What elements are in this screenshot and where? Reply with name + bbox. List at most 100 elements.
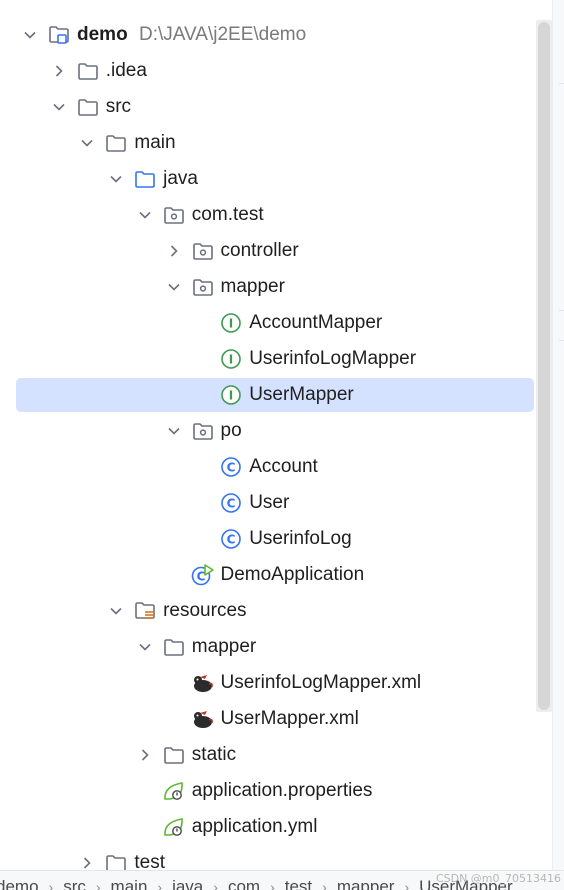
tree-item-label: src [105,96,132,117]
tree-item[interactable]: .idea [0,53,536,89]
interface-icon: I [219,311,243,335]
tree-item[interactable]: mapper [0,269,536,305]
package-icon [191,419,215,443]
tree-item[interactable]: demo D:\JAVA\j2EE\demo [0,17,536,53]
tree-item-label: java [163,168,198,189]
breadcrumb-item[interactable]: src [63,877,86,890]
breadcrumb-item[interactable]: UserMapper [419,877,513,890]
tree-item-label: main [134,132,176,153]
breadcrumb-item[interactable]: com [227,877,261,890]
tree-item[interactable]: application.yml [0,809,536,845]
chevron-right-icon[interactable] [135,745,155,765]
tree-item-label: test [134,852,166,873]
tree-item[interactable]: C Account [0,449,536,485]
resources-folder-icon [133,599,157,623]
chevron-down-icon[interactable] [164,421,184,441]
tree-item[interactable]: C UserinfoLog [0,521,536,557]
breadcrumb-separator: › [95,879,101,890]
tree-item-label: UserinfoLog [249,528,352,549]
chevron-right-icon[interactable] [49,61,69,81]
package-icon [191,239,215,263]
package-icon [162,203,186,227]
tree-item[interactable]: controller [0,233,536,269]
tree-item[interactable]: UserinfoLogMapper.xml [0,665,536,701]
source-folder-icon [133,167,157,191]
scrollbar-thumb[interactable] [538,22,550,710]
folder-icon [76,95,100,119]
chevron-down-icon[interactable] [106,601,126,621]
selection-highlight [16,378,534,412]
tree-item[interactable]: java [0,161,536,197]
breadcrumb-item[interactable]: demo [0,877,39,890]
class-icon: C [219,491,243,515]
chevron-down-icon[interactable] [49,97,69,117]
breadcrumb-separator: › [322,879,327,890]
chevron-right-icon[interactable] [164,241,184,261]
project-path: D:\JAVA\j2EE\demo [139,24,307,45]
tree-item[interactable]: static [0,737,536,773]
folder-icon [162,635,186,659]
tree-item-label: mapper [191,636,257,657]
breadcrumb-separator: › [157,879,163,890]
tree-item-label: demo [77,24,128,45]
module-folder-icon [47,23,71,47]
tree-item-label: po [220,420,242,441]
tree-item-label: UserinfoLogMapper [249,348,417,369]
svg-text:C: C [227,461,236,475]
svg-text:C: C [196,570,205,584]
interface-icon: I [219,383,243,407]
editor-gutter-edge [552,0,564,870]
chevron-down-icon[interactable] [135,205,155,225]
tree-item-label: AccountMapper [249,312,383,333]
tree-item[interactable]: I UserinfoLogMapper [0,341,536,377]
tree-item[interactable]: main [0,125,536,161]
tree-item-label: mapper [220,276,285,297]
tree-item-label: com.test [191,204,264,225]
breadcrumb-separator: › [48,879,54,890]
tree-item-label: Account [249,456,318,477]
breadcrumb-item[interactable]: java [172,877,204,890]
svg-text:I: I [229,353,233,367]
tree-item-label: UserMapper [249,384,354,405]
breadcrumb: demo›src›main›java›com›test›mapper›UserM… [0,870,564,890]
tree-item[interactable]: resources [0,593,536,629]
tree-item-label: controller [220,240,299,261]
mybatis-xml-icon [191,671,215,695]
tree-item-label: application.properties [191,780,373,801]
folder-icon [76,59,100,83]
tree-item[interactable]: com.test [0,197,536,233]
tree-item[interactable]: src [0,89,536,125]
tree-item-label: UserMapper.xml [220,708,359,729]
tree-item[interactable]: I UserMapper [0,377,536,413]
tree-item[interactable]: po [0,413,536,449]
spring-boot-app-icon: C [191,563,215,587]
svg-text:C: C [227,533,236,547]
chevron-down-icon[interactable] [20,25,40,45]
tree-item[interactable]: C DemoApplication [0,557,536,593]
breadcrumb-item[interactable]: test [284,877,313,890]
chevron-down-icon[interactable] [106,169,126,189]
chevron-right-icon[interactable] [77,853,97,873]
folder-icon [104,131,128,155]
tree-item[interactable]: application.properties [0,773,536,809]
breadcrumb-separator: › [213,879,218,890]
folder-icon [162,743,186,767]
svg-text:I: I [229,317,233,331]
breadcrumb-item[interactable]: main [110,877,148,890]
chevron-down-icon[interactable] [164,277,184,297]
spring-config-icon [162,815,186,839]
tree-item-label: DemoApplication [220,564,365,585]
tree-item-label: static [191,744,237,765]
watermark: CSDN @m0_70513416 [435,872,561,885]
breadcrumb-item[interactable]: mapper [336,877,395,890]
mybatis-xml-icon [191,707,215,731]
tree-item[interactable]: UserMapper.xml [0,701,536,737]
tree-item-label: application.yml [191,816,318,837]
chevron-down-icon[interactable] [77,133,97,153]
breadcrumb-separator: › [270,879,275,890]
tree-item[interactable]: I AccountMapper [0,305,536,341]
chevron-down-icon[interactable] [135,637,155,657]
tree-item[interactable]: mapper [0,629,536,665]
tree-item-label: .idea [105,60,147,81]
